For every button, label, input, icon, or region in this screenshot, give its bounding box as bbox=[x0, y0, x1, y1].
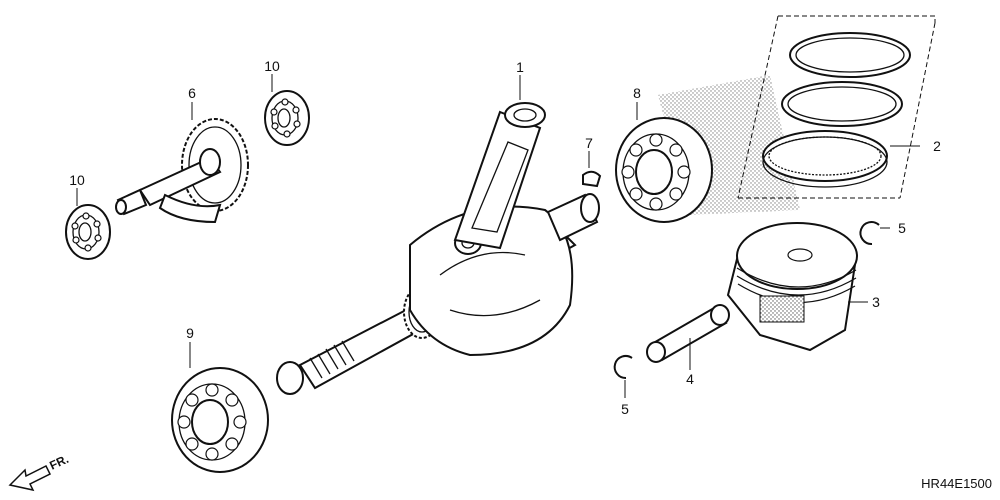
piston-pin-clip-right bbox=[859, 221, 880, 246]
balancer-shaft bbox=[115, 118, 249, 224]
callout-10-upper: 10 bbox=[264, 58, 280, 74]
front-label: FR. bbox=[47, 452, 70, 473]
callout-4: 4 bbox=[686, 371, 694, 387]
crankshaft-right-journal bbox=[546, 193, 600, 242]
main-bearing-9 bbox=[171, 367, 269, 473]
oil-ring bbox=[762, 130, 888, 188]
callout-10-lower: 10 bbox=[69, 172, 85, 188]
balancer-weight bbox=[158, 193, 222, 224]
callout-3: 3 bbox=[872, 294, 880, 310]
callout-9: 9 bbox=[186, 325, 194, 341]
callout-8: 8 bbox=[633, 85, 641, 101]
callout-2: 2 bbox=[933, 138, 941, 154]
connecting-rod-small-end bbox=[504, 102, 546, 128]
front-arrow-icon bbox=[8, 464, 52, 492]
main-bearing-8 bbox=[615, 117, 713, 223]
balancer-shaft-body bbox=[138, 156, 222, 207]
crankshaft-end bbox=[276, 361, 304, 395]
piston bbox=[726, 222, 858, 352]
ball-bearing-10-lower bbox=[65, 204, 111, 260]
leader-lines bbox=[76, 74, 920, 398]
piston-pin bbox=[646, 304, 730, 363]
ring-set-bracket-top bbox=[778, 15, 936, 23]
piston-pin-clip-left bbox=[613, 355, 633, 380]
diagram-code: HR44E1500 bbox=[921, 476, 992, 491]
crankshaft-assembly bbox=[276, 102, 600, 395]
ring-set-bracket-left bbox=[737, 15, 779, 199]
front-direction-arrow: FR. bbox=[8, 452, 71, 492]
callout-6: 6 bbox=[188, 85, 196, 101]
compression-ring-second bbox=[781, 81, 903, 127]
callout-5-left: 5 bbox=[621, 401, 629, 417]
ball-bearing-10-upper bbox=[264, 90, 310, 146]
crankshaft-spline bbox=[309, 340, 355, 379]
ring-set-bracket-right bbox=[899, 22, 936, 199]
woodruff-key bbox=[582, 170, 602, 188]
compression-ring-top bbox=[789, 32, 911, 78]
callout-7: 7 bbox=[585, 135, 593, 151]
callout-5-right: 5 bbox=[898, 220, 906, 236]
callout-1: 1 bbox=[516, 59, 524, 75]
